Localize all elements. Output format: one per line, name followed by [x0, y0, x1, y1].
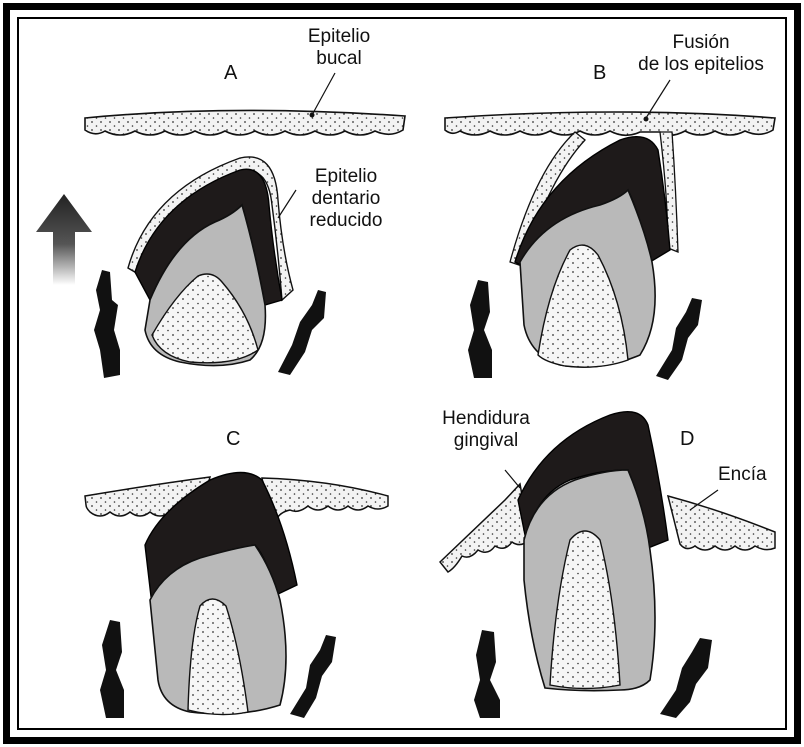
- bone-left-a: [94, 270, 120, 378]
- label-hendidura-line1: Hendidura: [430, 408, 542, 430]
- panel-b-drawing: [445, 80, 775, 380]
- eruption-arrow-icon: [36, 194, 92, 285]
- label-epitelio-bucal: Epitelio bucal: [284, 26, 394, 70]
- panel-letter-d: D: [680, 428, 694, 451]
- label-fusion: Fusión de los epitelios: [612, 32, 790, 76]
- label-epitelio-dentario: Epitelio dentario reducido: [292, 166, 400, 232]
- gingiva-d-right: [668, 496, 775, 550]
- bone-right-d: [660, 638, 712, 718]
- label-hendidura-line2: gingival: [430, 430, 542, 452]
- bone-right-b: [656, 298, 702, 380]
- label-epitelio-bucal-line1: Epitelio: [284, 26, 394, 48]
- label-fusion-line1: Fusión: [612, 32, 790, 54]
- bone-left-b: [468, 280, 492, 378]
- label-encia: Encía: [718, 464, 767, 486]
- oral-epithelium-b: [445, 112, 775, 135]
- label-epitelio-dentario-line3: reducido: [292, 210, 400, 232]
- label-epitelio-dentario-line1: Epitelio: [292, 166, 400, 188]
- panel-letter-b: B: [593, 62, 606, 85]
- label-hendidura-gingival: Hendidura gingival: [430, 408, 542, 452]
- panel-d-drawing: [440, 412, 775, 718]
- panel-letter-a: A: [224, 62, 237, 85]
- panel-c-drawing: [85, 473, 388, 719]
- oral-epithelium-c-right: [262, 478, 388, 520]
- panel-letter-c: C: [226, 428, 240, 451]
- label-fusion-line2: de los epitelios: [612, 54, 790, 76]
- label-epitelio-dentario-line2: dentario: [292, 188, 400, 210]
- bone-left-d: [474, 630, 500, 718]
- bone-left-c: [100, 620, 124, 718]
- gingiva-d-left: [440, 484, 530, 572]
- bone-right-a: [278, 290, 326, 375]
- bone-right-c: [290, 635, 336, 718]
- label-epitelio-bucal-line2: bucal: [284, 48, 394, 70]
- oral-epithelium-a: [85, 110, 405, 135]
